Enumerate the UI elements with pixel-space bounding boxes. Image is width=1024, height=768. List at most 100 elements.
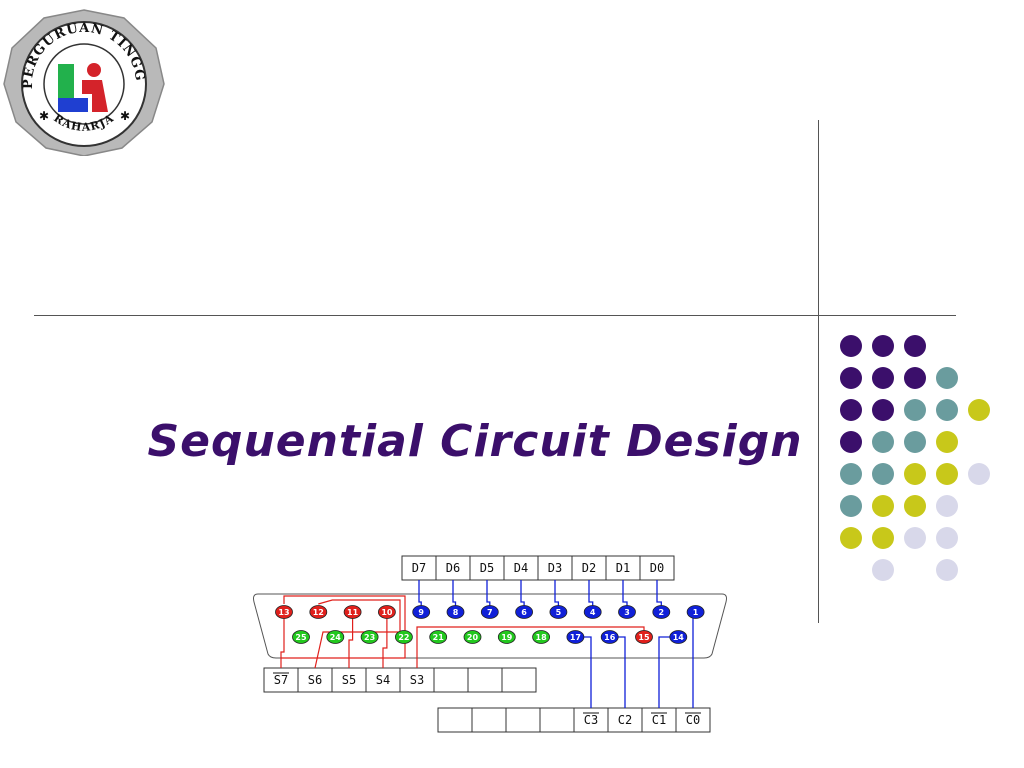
data-label: D4 [514, 561, 528, 575]
data-label: D3 [548, 561, 562, 575]
pin-number: 20 [467, 633, 479, 642]
status-label: S4 [376, 673, 390, 687]
pin-number: 23 [364, 633, 375, 642]
pin-number: 22 [398, 633, 409, 642]
pin-number: 4 [590, 608, 596, 617]
decorative-dot [840, 495, 862, 517]
decorative-dot [936, 463, 958, 485]
pin-number: 19 [501, 633, 513, 642]
pin-number: 8 [453, 608, 459, 617]
decorative-dot [840, 431, 862, 453]
decorative-dot [936, 399, 958, 421]
status-label-box [399, 667, 435, 693]
pin-23: 23 [360, 630, 379, 644]
decorative-dot [904, 399, 926, 421]
status-label: S5 [342, 673, 356, 687]
status-label: S6 [308, 673, 322, 687]
decorative-dot [904, 367, 926, 389]
slide-title: Sequential Circuit Design [147, 416, 803, 467]
pin-number: 9 [418, 608, 424, 617]
status-label-box [433, 667, 469, 693]
status-wire [281, 595, 406, 659]
decorative-dot [872, 335, 894, 357]
status-label-box [365, 667, 401, 693]
pin-number: 15 [638, 633, 650, 642]
pin-number: 12 [313, 608, 324, 617]
pin-11: 11 [343, 605, 362, 619]
decorative-dot [904, 431, 926, 453]
decorative-dot [840, 527, 862, 549]
decorative-dot [936, 431, 958, 453]
data-label: D6 [446, 561, 460, 575]
pin-number: 7 [487, 608, 493, 617]
status-label-box [467, 667, 503, 693]
decorative-dot [904, 495, 926, 517]
pin-3: 3 [618, 605, 636, 619]
data-label: D2 [582, 561, 596, 575]
pin-21: 21 [429, 630, 448, 644]
data-label: D1 [616, 561, 630, 575]
pin-20: 20 [463, 630, 482, 644]
decorative-dot [872, 399, 894, 421]
pin-6: 6 [515, 605, 534, 619]
status-label-box [297, 667, 333, 693]
pin-22: 22 [394, 630, 413, 644]
control-label-box [573, 707, 609, 733]
status-label: S3 [410, 673, 424, 687]
pin-16: 16 [600, 630, 619, 644]
control-label: C1 [652, 713, 666, 727]
control-label-box [675, 707, 711, 733]
data-label: D5 [480, 561, 494, 575]
pin-2: 2 [652, 605, 671, 619]
decorative-dot [840, 367, 862, 389]
status-wire [348, 612, 354, 668]
pin-1: 1 [686, 605, 705, 619]
vertical-divider [818, 120, 819, 623]
decorative-dot [904, 527, 926, 549]
decorative-dot [904, 335, 926, 357]
pin-number: 11 [347, 608, 359, 617]
pin-number: 13 [278, 608, 289, 617]
control-label-box [471, 707, 507, 733]
decorative-dot [968, 399, 990, 421]
decorative-dot [936, 367, 958, 389]
pin-10: 10 [377, 605, 396, 619]
pin-number: 25 [295, 633, 307, 642]
decorative-dot [840, 335, 862, 357]
pin-number: 18 [536, 633, 548, 642]
pin-13: 13 [275, 605, 293, 619]
decorative-dot [936, 527, 958, 549]
control-label: C2 [618, 713, 632, 727]
decorative-dot [872, 463, 894, 485]
pin-number: 2 [659, 608, 665, 617]
data-label: D7 [412, 561, 426, 575]
decorative-dot [968, 463, 990, 485]
status-label-box [331, 667, 367, 693]
control-label-box [437, 707, 473, 733]
pin-number: 3 [624, 608, 630, 617]
data-label: D0 [650, 561, 664, 575]
pin-9: 9 [412, 605, 431, 619]
pin-7: 7 [480, 605, 499, 619]
pin-14: 14 [669, 630, 688, 644]
pin-number: 1 [693, 608, 699, 617]
svg-text:✱: ✱ [39, 109, 49, 123]
pin-25: 25 [292, 630, 310, 644]
pin-number: 6 [521, 608, 527, 617]
control-label-box [505, 707, 541, 733]
decorative-dot [904, 463, 926, 485]
decorative-dot-grid [840, 335, 990, 581]
pin-number: 10 [381, 608, 393, 617]
horizontal-divider [34, 315, 956, 316]
pin-19: 19 [497, 630, 516, 644]
pin-12: 12 [309, 605, 328, 619]
pin-24: 24 [326, 630, 345, 644]
status-label-box [501, 667, 537, 693]
decorative-dot [872, 559, 894, 581]
status-label: S7 [274, 673, 288, 687]
pin-number: 5 [556, 608, 562, 617]
pin-8: 8 [446, 605, 465, 619]
svg-text:✱: ✱ [120, 109, 130, 123]
pin-number: 16 [604, 633, 616, 642]
